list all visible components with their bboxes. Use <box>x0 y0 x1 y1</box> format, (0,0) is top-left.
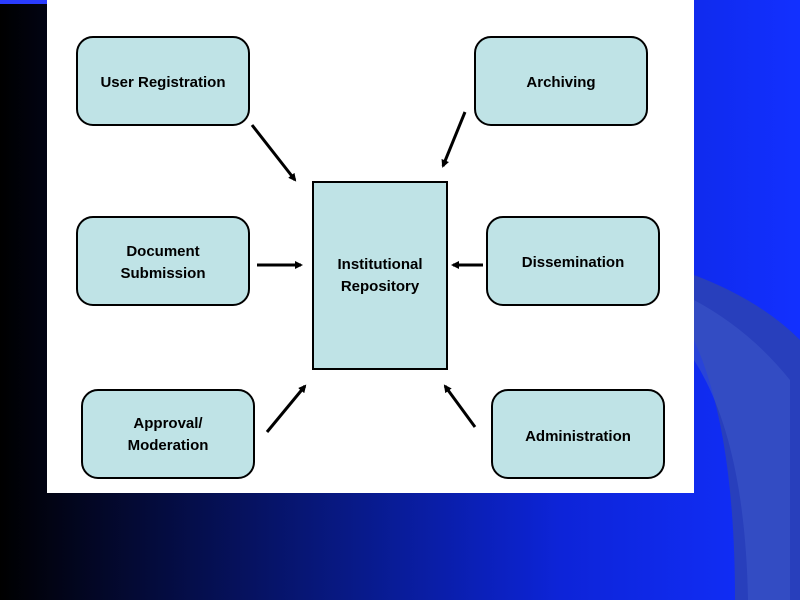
node-archiving: Archiving <box>474 36 648 126</box>
arrow-user-registration-to-repository <box>250 124 297 182</box>
node-approval-moderation-label-line2: Moderation <box>128 437 209 454</box>
node-document-submission-label-line1: Document <box>126 243 199 260</box>
node-document-submission: Document Submission <box>76 216 250 306</box>
node-approval-moderation-label-line1: Approval/ <box>133 415 203 432</box>
node-approval-moderation: Approval/ Moderation <box>81 389 255 479</box>
node-document-submission-label-line2: Submission <box>120 265 205 282</box>
node-archiving-label: Archiving <box>526 74 595 91</box>
arrow-approval-to-repository <box>265 384 307 433</box>
center-institutional-repository: Institutional Repository <box>312 181 448 370</box>
node-administration-label: Administration <box>525 428 631 445</box>
node-dissemination-label: Dissemination <box>522 254 625 271</box>
arrow-administration-to-repository <box>443 384 477 428</box>
node-dissemination: Dissemination <box>486 216 660 306</box>
node-administration: Administration <box>491 389 665 479</box>
top-accent-line <box>0 0 48 4</box>
center-label-line1: Institutional <box>338 256 423 273</box>
center-label-line2: Repository <box>341 278 420 295</box>
repository-diagram: Institutional Repository User Registrati… <box>76 36 665 479</box>
node-user-registration-label: User Registration <box>100 74 225 91</box>
arrow-archiving-to-repository <box>441 111 467 168</box>
node-user-registration: User Registration <box>76 36 250 126</box>
